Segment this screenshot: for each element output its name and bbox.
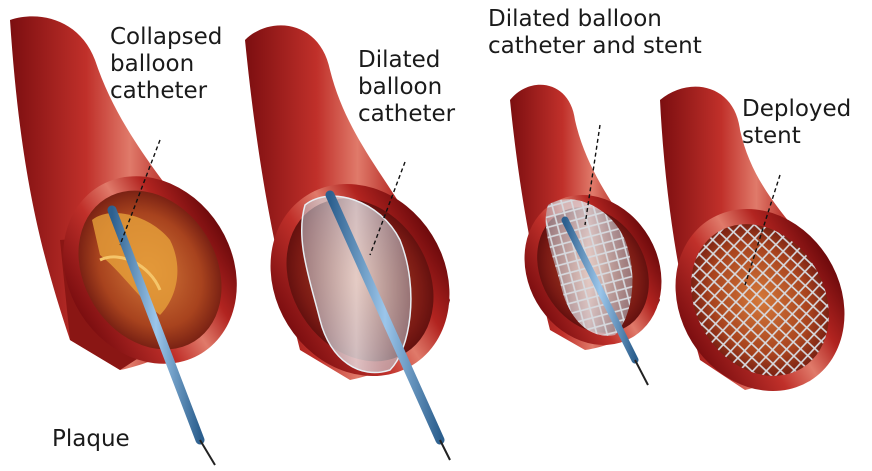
- label-line: balloon: [358, 74, 455, 101]
- vessel-dilated-stent: [498, 85, 689, 370]
- label-dilated-balloon-catheter-and-stent: Dilated balloon catheter and stent: [488, 6, 702, 60]
- label-line: stent: [742, 123, 851, 150]
- label-line: balloon: [110, 51, 222, 78]
- label-plaque: Plaque: [52, 426, 130, 453]
- label-line: Dilated: [358, 47, 455, 74]
- label-line: catheter and stent: [488, 33, 702, 60]
- label-line: Deployed: [742, 96, 851, 123]
- label-line: Collapsed: [110, 24, 222, 51]
- label-collapsed-balloon-catheter: Collapsed balloon catheter: [110, 24, 222, 105]
- label-line: Dilated balloon: [488, 6, 702, 33]
- label-line: catheter: [110, 78, 222, 105]
- label-deployed-stent: Deployed stent: [742, 96, 851, 150]
- label-dilated-balloon-catheter: Dilated balloon catheter: [358, 47, 455, 128]
- label-line: catheter: [358, 101, 455, 128]
